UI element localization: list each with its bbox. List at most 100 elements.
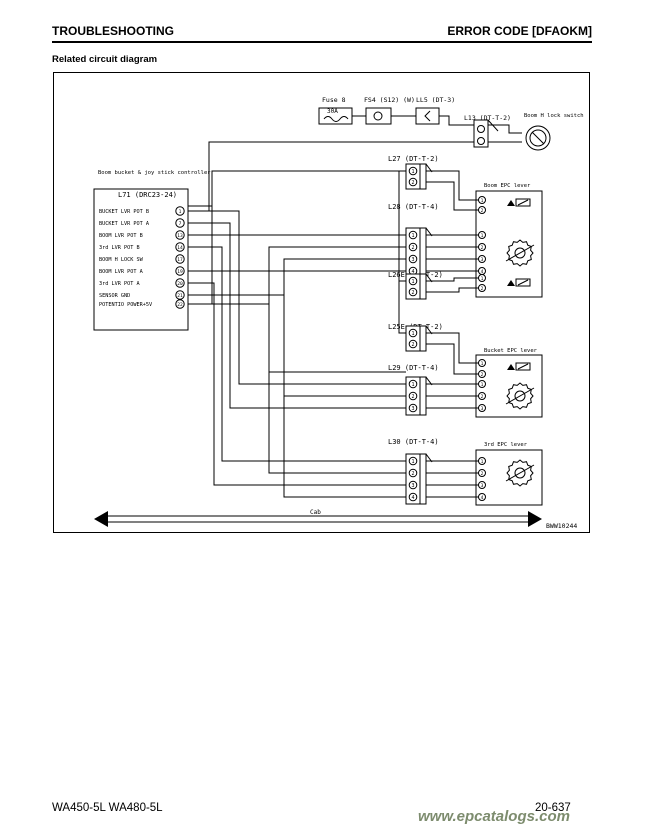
boom-potentiometer-icon xyxy=(505,239,535,267)
controller-pin-number: 14 xyxy=(177,245,183,251)
l28-pin xyxy=(408,230,418,240)
l29-pin xyxy=(408,391,418,401)
wire-l27-boom-1 xyxy=(424,170,479,201)
fuse-icon xyxy=(323,116,349,122)
boom-pot-pin xyxy=(478,255,486,263)
wire-pot-power xyxy=(185,246,406,305)
wire-lock-sw xyxy=(185,141,474,212)
wire-gnd-l29 xyxy=(283,295,406,397)
wire-bucket-pot-b xyxy=(185,210,406,385)
bucket-lever-label: Bucket EPC lever xyxy=(484,348,538,354)
boom-pot-pin xyxy=(478,231,486,239)
controller-pin-number: 20 xyxy=(177,281,183,287)
third-lever-label: 3rd EPC lever xyxy=(484,442,528,448)
bucket-solenoid-pin xyxy=(478,370,486,378)
section-title: TROUBLESHOOTING xyxy=(52,24,174,38)
l25e-pin-number: 2 xyxy=(411,342,414,348)
third-pot-pin xyxy=(478,469,486,477)
controller-pin-number: 7 xyxy=(179,221,182,227)
l27-pin-number: 1 xyxy=(411,169,414,175)
fuse-box xyxy=(318,107,353,125)
controller-pin-label: 3rd LVR POT A xyxy=(99,281,140,287)
l26e-latch xyxy=(425,273,433,283)
l26e-pin xyxy=(408,276,418,286)
controller-pin-number: 21 xyxy=(177,293,183,299)
wire-pot-power-l29 xyxy=(268,304,406,373)
third-pot-pin-number: 2 xyxy=(481,471,484,477)
bucket-pot-pin xyxy=(478,380,486,388)
third-potentiometer-icon xyxy=(505,459,535,487)
l13-label: L13 (DT-T-2) xyxy=(464,114,511,122)
bucket-epc-lever-box xyxy=(475,354,543,418)
l30-pin xyxy=(408,480,418,490)
wiring xyxy=(185,115,522,498)
controller-pin-number: 13 xyxy=(177,233,183,239)
l27-pin xyxy=(408,166,418,176)
bucket-pot-pin-number: 2 xyxy=(481,394,484,400)
wire-power-5v xyxy=(185,205,213,305)
fs4-label: FS4 (S12) (W) xyxy=(364,96,415,104)
drawing-id: BWW10244 xyxy=(546,522,577,530)
boom-solenoid-a-pin xyxy=(478,196,486,204)
l30-housing xyxy=(419,453,427,505)
boom-lever-label: Boom EPC lever xyxy=(484,183,531,189)
boom-solenoid-a-pin-number: 2 xyxy=(481,208,484,214)
wire-l13-switch-1 xyxy=(488,124,522,134)
controller-pin-circle xyxy=(175,254,185,264)
l28-pin-number: 3 xyxy=(411,257,414,263)
third-pot-pin xyxy=(478,493,486,501)
bucket-solenoid-pin-number: 2 xyxy=(481,372,484,378)
l25e-latch xyxy=(425,325,433,335)
l30-label: L30 (DT-T-4) xyxy=(388,438,439,446)
boom-a-diode-icon xyxy=(507,200,515,206)
wire-l25e-bucket-2 xyxy=(424,343,479,375)
l29-pin-number: 3 xyxy=(411,406,414,412)
l30-pin xyxy=(408,456,418,466)
l29-label: L29 (DT-T-4) xyxy=(388,364,439,372)
third-pot-pin-number: 4 xyxy=(481,495,484,501)
controller-title: Boom bucket & joy stick controller xyxy=(98,170,211,176)
controller-pin-label: POTENTIO POWER+5V xyxy=(99,302,152,308)
boom-solenoid-a-pin-number: 1 xyxy=(481,198,484,204)
fs4-pin-icon xyxy=(373,111,383,121)
wire-pot-power-l30 xyxy=(268,372,406,474)
l29-latch xyxy=(425,376,433,386)
footer-page-number: 20-637 xyxy=(535,802,571,814)
bucket-pot-pin xyxy=(478,392,486,400)
l25e-pin xyxy=(408,339,418,349)
wire-l25e-bucket-1 xyxy=(424,332,479,364)
l25e-pin xyxy=(408,328,418,338)
l29-pin-number: 1 xyxy=(411,382,414,388)
boom-solenoid-b-pin-number: 1 xyxy=(481,276,484,282)
controller-pin-circle xyxy=(175,218,185,228)
fuse-label: Fuse 8 xyxy=(322,96,346,104)
bucket-solenoid-pin xyxy=(478,359,486,367)
third-pot-pin xyxy=(478,457,486,465)
l13-housing xyxy=(487,119,499,132)
controller-pin-number: 1 xyxy=(179,209,182,215)
l28-pin-number: 1 xyxy=(411,233,414,239)
l29-pin xyxy=(408,379,418,389)
controller-pin-circle xyxy=(175,266,185,276)
l29-pin xyxy=(408,403,418,413)
ll5-connector xyxy=(415,107,440,125)
boom-solenoid-a-pin xyxy=(478,206,486,214)
controller-pin-label: 3rd LVR POT B xyxy=(99,245,140,251)
l28-housing xyxy=(419,227,427,279)
l29-housing xyxy=(419,376,427,416)
bucket-potentiometer-icon xyxy=(505,382,535,410)
controller-pin-number: 19 xyxy=(177,269,183,275)
wire-power-l26e xyxy=(398,171,406,282)
boom-pot-pin-number: 2 xyxy=(481,245,484,251)
controller-pin-circle xyxy=(175,206,185,216)
boom-pot-pin-number: 1 xyxy=(481,233,484,239)
l30-pin-number: 2 xyxy=(411,471,414,477)
l28-pin xyxy=(408,242,418,252)
wire-l26e-boom-2 xyxy=(424,287,479,293)
bucket-pot-pin-number: 3 xyxy=(481,406,484,412)
l28-pin-number: 2 xyxy=(411,245,414,251)
boom-solenoid-b-pin xyxy=(478,274,486,282)
controller-box xyxy=(93,188,189,331)
controller-pin-circle xyxy=(175,290,185,300)
